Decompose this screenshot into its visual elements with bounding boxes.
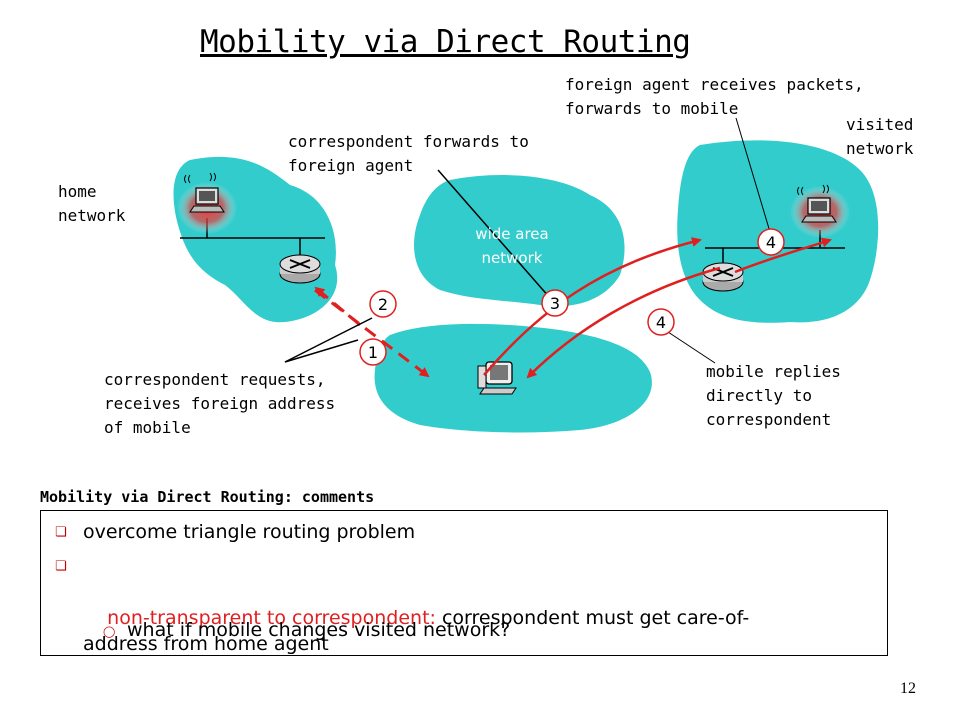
computer-icon bbox=[477, 361, 517, 395]
laptop-icon bbox=[189, 187, 225, 213]
step-label: 4 bbox=[656, 313, 666, 332]
step-circle-4: 4 bbox=[757, 228, 785, 256]
wan-label: wide area network bbox=[475, 225, 549, 267]
comments-box: ❏ overcome triangle routing problem ❏ no… bbox=[40, 510, 888, 656]
foreign-agent-label: foreign agent receives packets, forwards… bbox=[565, 75, 864, 118]
step-label: 3 bbox=[550, 294, 560, 313]
bullet-text: overcome triangle routing problem bbox=[83, 521, 416, 543]
wireless-icon bbox=[797, 184, 829, 196]
page-title: Mobility via Direct Routing bbox=[200, 24, 691, 60]
bullet-text-highlight: non-transparent to correspondent: bbox=[107, 607, 436, 629]
page-number: 12 bbox=[900, 680, 916, 697]
correspondent-network-blob bbox=[374, 323, 652, 433]
step-label: 1 bbox=[368, 343, 378, 362]
step-label: 2 bbox=[378, 295, 388, 314]
step-label: 4 bbox=[766, 233, 776, 252]
step-circle-2: 2 bbox=[369, 290, 397, 318]
correspondent-requests-label: correspondent requests, receives foreign… bbox=[104, 370, 336, 437]
router-icon bbox=[279, 254, 321, 284]
bullet-item: ❏ overcome triangle routing problem bbox=[55, 519, 873, 545]
sub-bullet-text: what if mobile changes visited network? bbox=[127, 619, 511, 641]
bullet-item: ❏ non-transparent to correspondent: corr… bbox=[55, 553, 873, 683]
step-circle-1: 1 bbox=[359, 338, 387, 366]
correspondent-forwards-label: correspondent forwards to foreign agent bbox=[288, 132, 529, 175]
home-network-label: home network bbox=[58, 182, 126, 225]
step-circle-3: 3 bbox=[541, 289, 569, 317]
bullet-icon: ❏ bbox=[55, 559, 67, 574]
step-circle-4-reply: 4 bbox=[647, 308, 675, 336]
router-icon bbox=[702, 262, 744, 292]
bullet-icon: ❏ bbox=[55, 525, 67, 540]
sub-bullet-icon: ◯ bbox=[103, 625, 116, 638]
bullet-text: correspondent must get care-of- address … bbox=[83, 607, 750, 655]
laptop-icon bbox=[801, 197, 837, 223]
visited-network-label: visited network bbox=[846, 115, 914, 158]
sub-bullet-item: ◯ what if mobile changes visited network… bbox=[103, 617, 867, 643]
network-diagram: 2 1 3 4 4 bbox=[173, 117, 879, 433]
wan-blob bbox=[414, 175, 625, 307]
wireless-icon bbox=[184, 172, 216, 184]
comments-title: Mobility via Direct Routing: comments bbox=[40, 488, 375, 506]
home-network-blob bbox=[173, 156, 338, 323]
mobile-replies-label: mobile replies directly to correspondent bbox=[706, 362, 841, 429]
